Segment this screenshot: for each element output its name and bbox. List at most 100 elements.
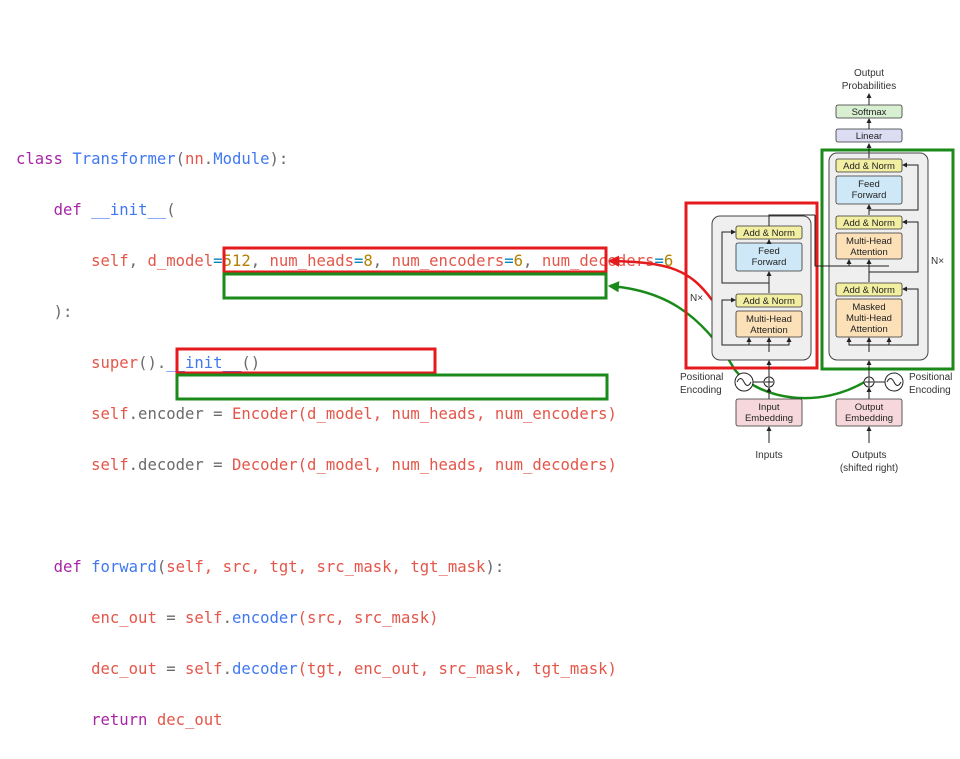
code-line-encoder-assign: self.encoder = Encoder(d_model, num_head… xyxy=(16,402,673,428)
input-embedding-label-1: Input xyxy=(758,402,779,413)
output-embedding-label-1: Output xyxy=(855,402,884,413)
encoder-feed-forward-label-2: Forward xyxy=(752,257,787,268)
encoder-add-norm-1-label: Add & Norm xyxy=(743,296,795,307)
code-line-forward-def: def forward(self, src, tgt, src_mask, tg… xyxy=(16,555,673,581)
code-line-dec-out: dec_out = self.decoder(tgt, enc_out, src… xyxy=(16,657,673,683)
linear-label: Linear xyxy=(856,131,882,142)
encoder-add-norm-2-label: Add & Norm xyxy=(743,228,795,239)
decoder-positional-label-2: Encoding xyxy=(909,385,951,396)
code-punct: ): xyxy=(269,149,289,168)
code-line-init-close: ): xyxy=(16,300,673,326)
code-line-init-args: self, d_model=512, num_heads=8, num_enco… xyxy=(91,251,674,270)
code-punct: () xyxy=(241,353,261,372)
decoder-highlight-box xyxy=(820,148,955,371)
decoder-method-highlight xyxy=(175,373,609,401)
code-variable: enc_out xyxy=(91,608,157,627)
encoder-mha-label-1: Multi-Head xyxy=(746,314,792,325)
code-punct: , xyxy=(128,251,148,270)
code-line-return: return dec_out xyxy=(16,708,673,734)
encoder-call-highlight xyxy=(222,246,608,274)
decoder-add-norm-2-label: Add & Norm xyxy=(843,218,895,229)
encoder-positional-label-1: Positional xyxy=(680,372,723,383)
code-variable: dec_out xyxy=(91,659,157,678)
code-punct: . xyxy=(222,659,232,678)
code-number: 6 xyxy=(663,251,674,270)
code-decoder-call: Decoder(d_model, num_heads, num_decoders… xyxy=(231,455,617,474)
code-args: self, src, tgt, src_mask, tgt_mask xyxy=(166,557,486,576)
code-base-module: nn xyxy=(185,149,204,168)
decoder-feed-forward-label-1: Feed xyxy=(858,179,880,190)
output-embedding-label-2: Embedding xyxy=(845,413,893,424)
code-line-init-def: def __init__( xyxy=(16,198,673,224)
output-embedding-block xyxy=(835,398,903,427)
code-attr: .decoder = xyxy=(128,455,232,474)
input-embedding-label-2: Embedding xyxy=(745,413,793,424)
decoder-call-highlight xyxy=(222,272,608,300)
code-line-enc-out: enc_out = self.encoder(src, src_mask) xyxy=(16,606,673,632)
decoder-nx-label: N× xyxy=(931,256,944,267)
decoder-add-norm-1-label: Add & Norm xyxy=(843,285,895,296)
code-class-name: Transformer xyxy=(72,149,176,168)
code-encoder-call: Encoder(d_model, num_heads, num_encoders… xyxy=(231,404,617,423)
embedding-arrows xyxy=(753,360,885,443)
code-punct: . xyxy=(222,608,232,627)
code-punct: ( xyxy=(166,200,176,219)
encoder-connector-arrow xyxy=(607,255,714,301)
code-param: d_model xyxy=(147,251,214,270)
code-line-class: class Transformer(nn.Module): xyxy=(16,147,673,173)
decoder-masked-label-1: Masked xyxy=(852,302,885,313)
code-number: 8 xyxy=(363,251,373,270)
code-line-decoder-assign: self.decoder = Decoder(d_model, num_head… xyxy=(16,453,673,479)
encoder-mha-label-2: Attention xyxy=(750,325,788,336)
decoder-add-norm-3-label: Add & Norm xyxy=(843,161,895,172)
code-args: (src, src_mask) xyxy=(297,608,439,627)
output-probabilities-label-1: Output xyxy=(854,68,884,79)
code-punct: , xyxy=(372,251,392,270)
code-keyword: def xyxy=(53,557,82,576)
decoder-feed-forward-label-2: Forward xyxy=(852,190,887,201)
code-super: super xyxy=(91,353,139,372)
code-function-name: __init__ xyxy=(91,200,167,219)
output-probabilities-label-2: Probabilities xyxy=(842,81,896,92)
code-punct: = xyxy=(156,608,185,627)
code-punct: ): xyxy=(485,557,505,576)
code-punct: . xyxy=(203,149,214,168)
decoder-masked-label-3: Attention xyxy=(850,324,888,335)
code-keyword: class xyxy=(16,149,63,168)
code-number: 512 xyxy=(222,251,251,270)
encoder-highlight-box xyxy=(684,201,819,370)
code-punct: = xyxy=(156,659,185,678)
softmax-label: Softmax xyxy=(852,107,887,118)
code-base-class: Module xyxy=(213,149,270,168)
decoder-positional-label-1: Positional xyxy=(909,372,952,383)
code-self: self xyxy=(91,455,129,474)
code-self: self xyxy=(185,608,223,627)
code-keyword: def xyxy=(53,200,82,219)
code-method: decoder xyxy=(231,659,298,678)
code-punct: ( xyxy=(156,557,167,576)
inputs-label: Inputs xyxy=(755,450,782,461)
encoder-internal-arrows xyxy=(721,214,815,352)
code-keyword: return xyxy=(91,710,148,729)
encoder-feed-forward-label-1: Feed xyxy=(758,246,780,257)
encoder-add-norm-1 xyxy=(735,293,803,308)
code-args: (tgt, enc_out, src_mask, tgt_mask) xyxy=(297,659,617,678)
code-punct: , xyxy=(250,251,270,270)
decoder-mha-label-1: Multi-Head xyxy=(846,236,892,247)
encoder-positional-label-2: Encoding xyxy=(680,385,722,396)
decoder-internal-arrows xyxy=(814,143,919,352)
decoder-masked-label-2: Multi-Head xyxy=(846,313,892,324)
encoder-nx-label: N× xyxy=(690,293,703,304)
input-embedding-block xyxy=(735,398,803,427)
code-line-super: super().__init__() xyxy=(16,351,673,377)
encoder-method-highlight xyxy=(175,347,437,375)
code-number: 6 xyxy=(513,251,524,270)
code-param: num_encoders xyxy=(391,251,505,270)
code-punct: ( xyxy=(175,149,186,168)
code-method: encoder xyxy=(231,608,298,627)
code-variable: dec_out xyxy=(147,710,223,729)
code-punct: , xyxy=(523,251,542,270)
code-punct: (). xyxy=(138,353,167,372)
code-function-name: __init__ xyxy=(166,353,242,372)
decoder-connector-arrow xyxy=(607,281,869,400)
